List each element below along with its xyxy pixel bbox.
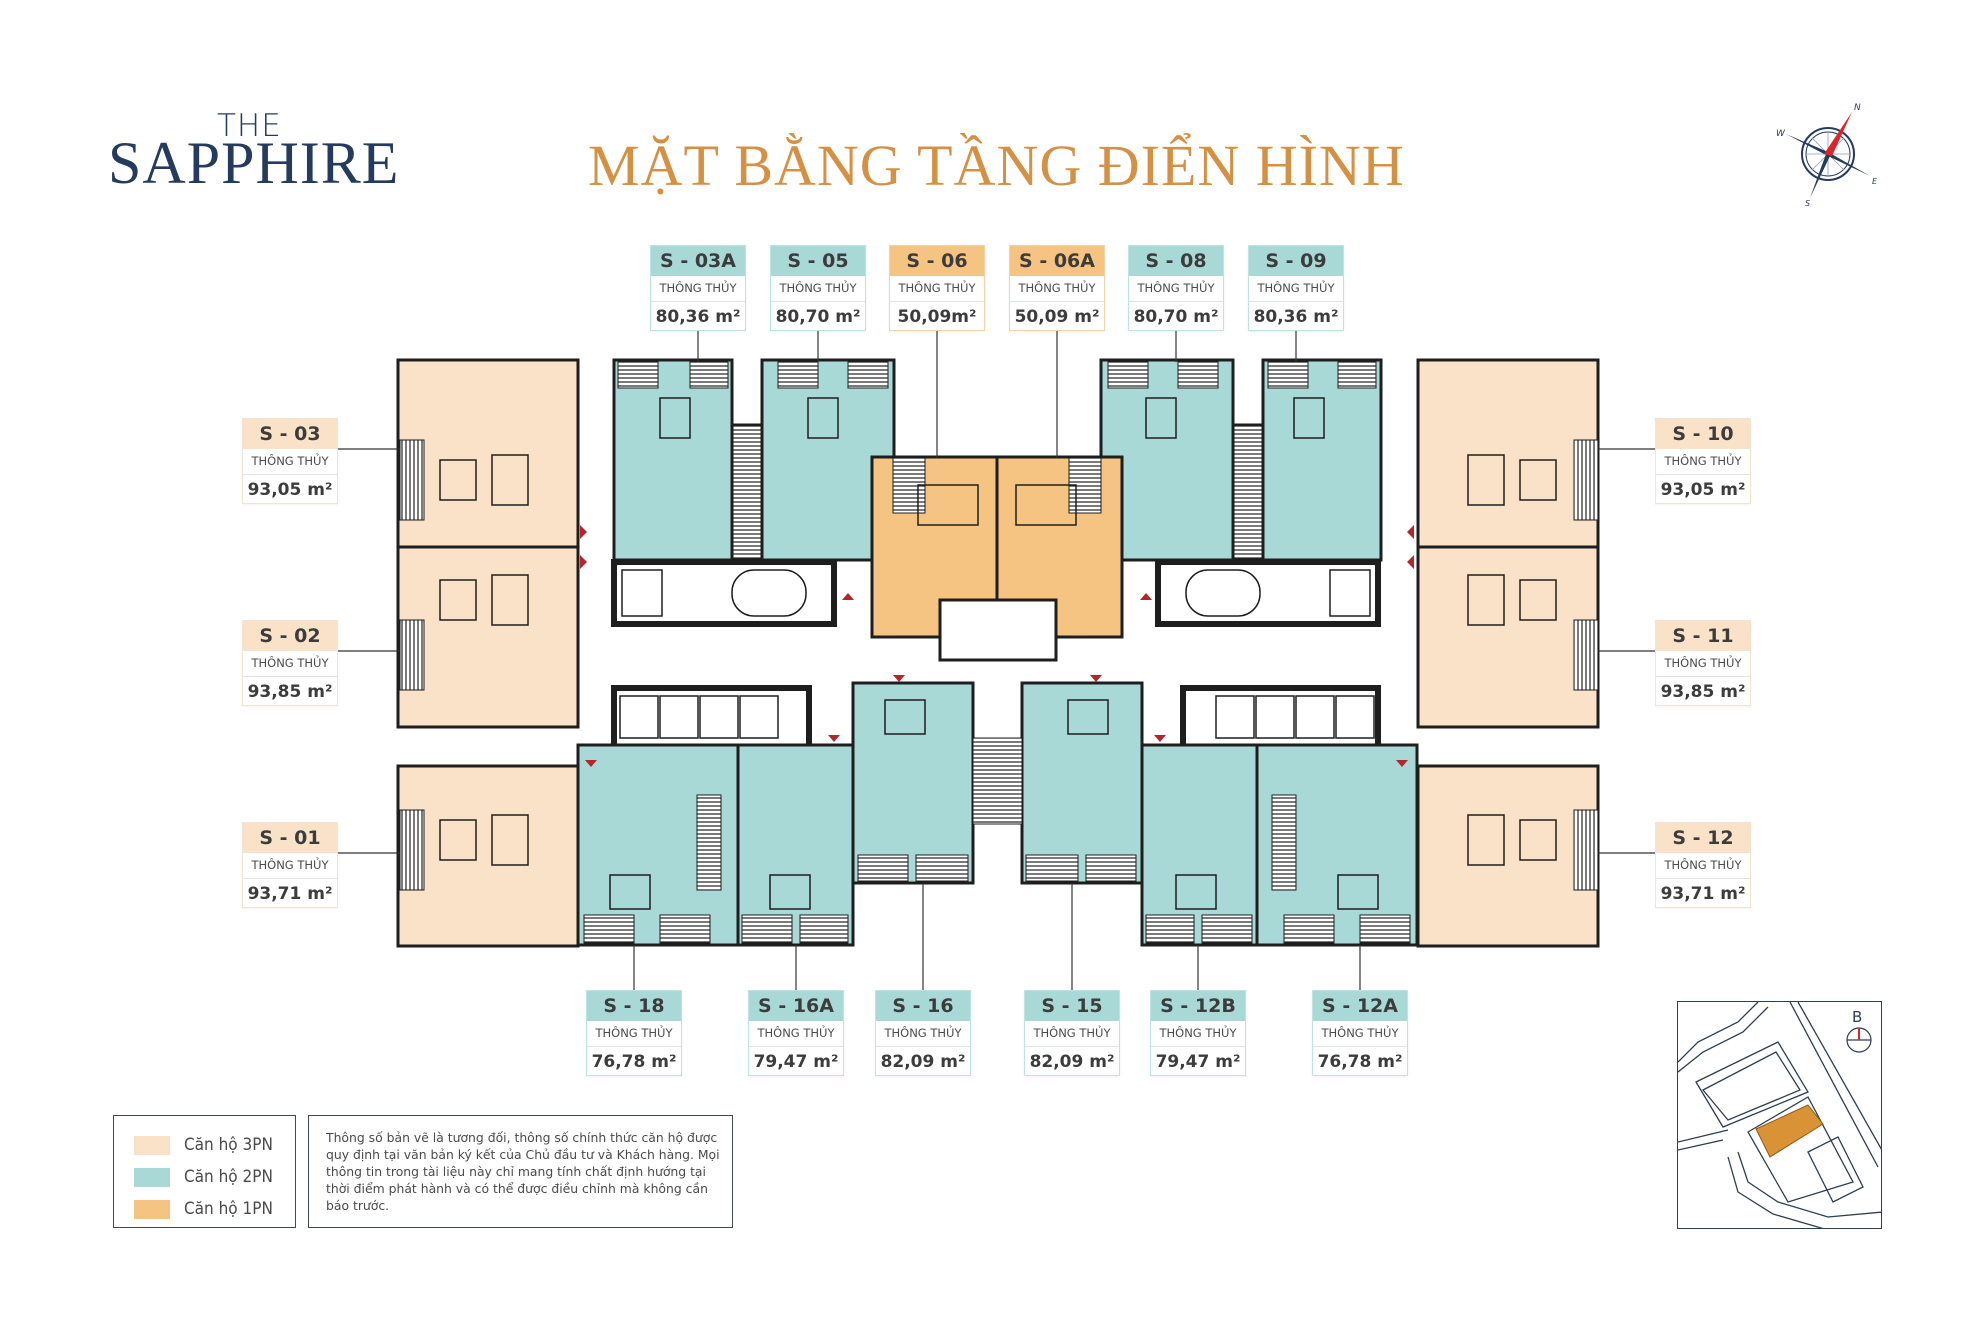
legend-label: Căn hộ 1PN: [184, 1199, 273, 1219]
legend-swatch: [134, 1167, 170, 1187]
unit-label-s06[interactable]: S - 06 THÔNG THỦY 50,09m²: [889, 245, 985, 331]
unit-code: S - 03: [243, 419, 337, 449]
legend-item-2pn: Căn hộ 2PN: [134, 1166, 273, 1188]
unit-area: 93,05 m²: [247, 480, 333, 500]
legend-item-1pn: Căn hộ 1PN: [134, 1198, 273, 1220]
unit-label-s12a[interactable]: S - 12A THÔNG THỦY 76,78 m²: [1312, 990, 1408, 1076]
legend-label: Căn hộ 2PN: [184, 1167, 273, 1187]
unit-code: S - 06A: [1010, 246, 1104, 276]
unit-code: S - 02: [243, 621, 337, 651]
unit-area: 93,71 m²: [247, 884, 333, 904]
area-type-label: THÔNG THỦY: [243, 449, 337, 475]
brand-the: THE: [217, 108, 282, 144]
area-type-label: THÔNG THỦY: [1025, 1021, 1119, 1047]
unit-area: 82,09 m²: [1029, 1052, 1115, 1072]
svg-text:S: S: [1805, 199, 1810, 208]
area-type-label: THÔNG THỦY: [890, 276, 984, 302]
area-type-label: THÔNG THỦY: [1656, 853, 1750, 879]
brand-logo: SAPPHIRE: [108, 130, 400, 196]
unit-area: 93,85 m²: [1660, 682, 1746, 702]
unit-code: S - 18: [587, 991, 681, 1021]
unit-code: S - 16A: [749, 991, 843, 1021]
svg-text:W: W: [1776, 129, 1786, 139]
area-type-label: THÔNG THỦY: [243, 853, 337, 879]
unit-area: 80,36 m²: [655, 307, 741, 327]
unit-label-s12[interactable]: S - 12 THÔNG THỦY 93,71 m²: [1655, 822, 1751, 908]
legend: Căn hộ 3PN Căn hộ 2PN Căn hộ 1PN: [113, 1115, 296, 1228]
unit-code: S - 15: [1025, 991, 1119, 1021]
area-type-label: THÔNG THỦY: [771, 276, 865, 302]
area-type-label: THÔNG THỦY: [749, 1021, 843, 1047]
unit-label-s05[interactable]: S - 05 THÔNG THỦY 80,70 m²: [770, 245, 866, 331]
legend-item-3pn: Căn hộ 3PN: [134, 1134, 273, 1156]
unit-area: 50,09m²: [897, 307, 977, 327]
unit-area: 93,71 m²: [1660, 884, 1746, 904]
unit-code: S - 16: [876, 991, 970, 1021]
unit-label-s11[interactable]: S - 11 THÔNG THỦY 93,85 m²: [1655, 620, 1751, 706]
unit-code: S - 12: [1656, 823, 1750, 853]
unit-label-s15[interactable]: S - 15 THÔNG THỦY 82,09 m²: [1024, 990, 1120, 1076]
unit-label-s10[interactable]: S - 10 THÔNG THỦY 93,05 m²: [1655, 418, 1751, 504]
unit-label-s18[interactable]: S - 18 THÔNG THỦY 76,78 m²: [586, 990, 682, 1076]
area-type-label: THÔNG THỦY: [1151, 1021, 1245, 1047]
unit-area: 80,70 m²: [775, 307, 861, 327]
unit-code: S - 06: [890, 246, 984, 276]
unit-code: S - 10: [1656, 419, 1750, 449]
unit-label-s09[interactable]: S - 09 THÔNG THỦY 80,36 m²: [1248, 245, 1344, 331]
unit-area: 80,36 m²: [1253, 307, 1339, 327]
area-type-label: THÔNG THỦY: [1656, 449, 1750, 475]
page-title: MẶT BẰNG TẦNG ĐIỂN HÌNH: [588, 133, 1405, 198]
compass-icon: N E S W: [1772, 98, 1884, 208]
area-type-label: THÔNG THỦY: [1249, 276, 1343, 302]
unit-area: 50,09 m²: [1014, 307, 1100, 327]
unit-label-s02[interactable]: S - 02 THÔNG THỦY 93,85 m²: [242, 620, 338, 706]
legend-label: Căn hộ 3PN: [184, 1135, 273, 1155]
area-type-label: THÔNG THỦY: [1010, 276, 1104, 302]
area-type-label: THÔNG THỦY: [876, 1021, 970, 1047]
unit-area: 76,78 m²: [591, 1052, 677, 1072]
unit-label-s03a[interactable]: S - 03A THÔNG THỦY 80,36 m²: [650, 245, 746, 331]
area-type-label: THÔNG THỦY: [651, 276, 745, 302]
unit-area: 79,47 m²: [753, 1052, 839, 1072]
unit-label-s12b[interactable]: S - 12B THÔNG THỦY 79,47 m²: [1150, 990, 1246, 1076]
legend-swatch: [134, 1135, 170, 1155]
unit-label-s01[interactable]: S - 01 THÔNG THỦY 93,71 m²: [242, 822, 338, 908]
unit-area: 79,47 m²: [1155, 1052, 1241, 1072]
unit-area: 80,70 m²: [1133, 307, 1219, 327]
unit-area: 76,78 m²: [1317, 1052, 1403, 1072]
unit-code: S - 12B: [1151, 991, 1245, 1021]
unit-s03: [396, 358, 1600, 948]
unit-code: S - 05: [771, 246, 865, 276]
unit-code: S - 12A: [1313, 991, 1407, 1021]
unit-label-s16a[interactable]: S - 16A THÔNG THỦY 79,47 m²: [748, 990, 844, 1076]
site-minimap: B: [1677, 1001, 1882, 1229]
area-type-label: THÔNG THỦY: [1129, 276, 1223, 302]
unit-code: S - 08: [1129, 246, 1223, 276]
unit-code: S - 09: [1249, 246, 1343, 276]
svg-text:B: B: [1852, 1008, 1862, 1026]
svg-text:N: N: [1854, 103, 1861, 113]
disclaimer-note: Thông số bản vẽ là tương đối, thông số c…: [308, 1115, 733, 1228]
unit-area: 93,85 m²: [247, 682, 333, 702]
legend-swatch: [134, 1199, 170, 1219]
unit-label-s08[interactable]: S - 08 THÔNG THỦY 80,70 m²: [1128, 245, 1224, 331]
unit-area: 93,05 m²: [1660, 480, 1746, 500]
unit-code: S - 01: [243, 823, 337, 853]
unit-label-s06a[interactable]: S - 06A THÔNG THỦY 50,09 m²: [1009, 245, 1105, 331]
unit-label-s03[interactable]: S - 03 THÔNG THỦY 93,05 m²: [242, 418, 338, 504]
area-type-label: THÔNG THỦY: [1313, 1021, 1407, 1047]
area-type-label: THÔNG THỦY: [587, 1021, 681, 1047]
unit-area: 82,09 m²: [880, 1052, 966, 1072]
unit-code: S - 03A: [651, 246, 745, 276]
svg-text:E: E: [1872, 177, 1878, 186]
area-type-label: THÔNG THỦY: [1656, 651, 1750, 677]
unit-label-s16[interactable]: S - 16 THÔNG THỦY 82,09 m²: [875, 990, 971, 1076]
unit-code: S - 11: [1656, 621, 1750, 651]
area-type-label: THÔNG THỦY: [243, 651, 337, 677]
